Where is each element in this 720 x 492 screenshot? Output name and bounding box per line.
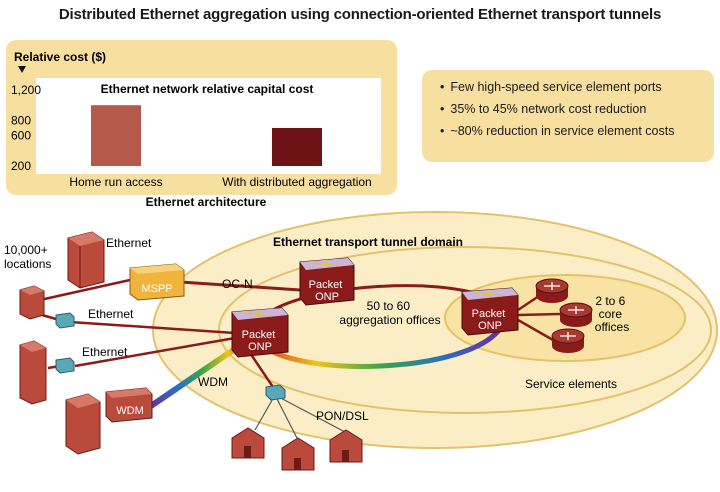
ocn-label: OC-N bbox=[222, 277, 253, 291]
packet-onp-label: Packet ONP bbox=[309, 279, 346, 303]
bar bbox=[91, 105, 141, 166]
y-tick-label: 600 bbox=[11, 129, 31, 143]
mspp-label: MSPP bbox=[141, 283, 172, 295]
packet-onp-node bbox=[231, 307, 289, 358]
packet-onp-line: Packet bbox=[472, 308, 506, 320]
aggregation-label: 50 to 60 aggregation offices bbox=[339, 299, 440, 327]
wdm-node bbox=[105, 387, 153, 423]
pon-dsl-label: PON/DSL bbox=[316, 409, 369, 423]
building-icon bbox=[67, 231, 105, 289]
x-axis-label: Ethernet architecture bbox=[146, 195, 267, 209]
y-tick-label: 1,200 bbox=[11, 83, 41, 97]
link bbox=[41, 313, 57, 321]
packet-onp-line: ONP bbox=[248, 341, 272, 353]
house-icon bbox=[329, 429, 363, 463]
y-tick-label: 800 bbox=[11, 113, 31, 127]
building-icon bbox=[65, 393, 101, 455]
core-line: offices bbox=[595, 320, 629, 334]
pon-splitter-icon bbox=[265, 384, 286, 401]
x-tick-label: Home run access bbox=[69, 175, 162, 189]
house-icon bbox=[281, 437, 315, 471]
ethernet-link bbox=[69, 320, 236, 335]
core-link bbox=[517, 312, 561, 317]
core-line: 2 to 6 bbox=[595, 294, 625, 308]
x-tick-label: With distributed aggregation bbox=[222, 175, 371, 189]
building-icon bbox=[19, 285, 45, 320]
ocn-link bbox=[179, 280, 301, 292]
core-line: core bbox=[599, 307, 623, 321]
packet-onp-label: Packet ONP bbox=[472, 308, 509, 332]
locations-label: 10,000+ locations bbox=[4, 243, 51, 271]
axis-arrow-icon bbox=[18, 66, 26, 73]
packet-onp-node bbox=[299, 257, 355, 306]
tunnel-domain-label: Ethernet transport tunnel domain bbox=[273, 235, 463, 249]
core-label: 2 to 6 core offices bbox=[595, 294, 629, 334]
house-icon bbox=[231, 427, 265, 459]
ethernet-switch-icon bbox=[55, 312, 75, 329]
locations-line: locations bbox=[4, 257, 51, 271]
packet-onp-line: Packet bbox=[309, 279, 343, 291]
ethernet-link bbox=[74, 336, 236, 368]
benefit-item: ~80% reduction in service element costs bbox=[440, 124, 714, 138]
aggregation-line: 50 to 60 bbox=[367, 299, 411, 313]
router-icon bbox=[535, 278, 569, 303]
ethernet-switch-icon bbox=[55, 357, 75, 374]
bar bbox=[272, 128, 322, 166]
pon-drop bbox=[254, 394, 276, 431]
ethernet-label: Ethernet bbox=[82, 345, 128, 359]
link bbox=[39, 278, 131, 302]
wdm-box-label: WDM bbox=[116, 405, 144, 417]
router-icon bbox=[559, 302, 593, 327]
ethernet-label: Ethernet bbox=[88, 307, 134, 321]
packet-onp-line: Packet bbox=[242, 329, 276, 341]
figure-title: Distributed Ethernet aggregation using c… bbox=[58, 6, 662, 23]
pon-link bbox=[246, 349, 277, 391]
packet-onp-line: ONP bbox=[315, 291, 339, 303]
pon-drop bbox=[274, 394, 299, 441]
service-elements-label: Service elements bbox=[525, 377, 617, 391]
wdm-link bbox=[146, 337, 250, 411]
building-icon bbox=[19, 340, 47, 405]
ethernet-label: Ethernet bbox=[106, 236, 152, 250]
chart-title: Ethernet network relative capital cost bbox=[101, 82, 314, 96]
aggregation-line: aggregation offices bbox=[339, 313, 440, 327]
benefit-item: 35% to 45% network cost reduction bbox=[440, 102, 714, 116]
packet-onp-node bbox=[461, 287, 519, 336]
y-tick-label: 200 bbox=[11, 159, 31, 173]
locations-line: 10,000+ bbox=[4, 243, 48, 257]
router-icon bbox=[551, 328, 585, 353]
benefits-list: Few high-speed service element ports 35%… bbox=[422, 70, 714, 138]
y-axis-label: Relative cost ($) bbox=[14, 50, 106, 64]
mspp-node bbox=[129, 263, 185, 301]
wdm-link-label: WDM bbox=[198, 375, 228, 389]
packet-onp-line: ONP bbox=[478, 320, 502, 332]
benefit-item: Few high-speed service element ports bbox=[440, 80, 714, 94]
pon-drop bbox=[274, 394, 346, 433]
benefits-panel: Few high-speed service element ports 35%… bbox=[422, 70, 714, 162]
core-link bbox=[517, 318, 554, 342]
packet-onp-label: Packet ONP bbox=[242, 329, 279, 353]
